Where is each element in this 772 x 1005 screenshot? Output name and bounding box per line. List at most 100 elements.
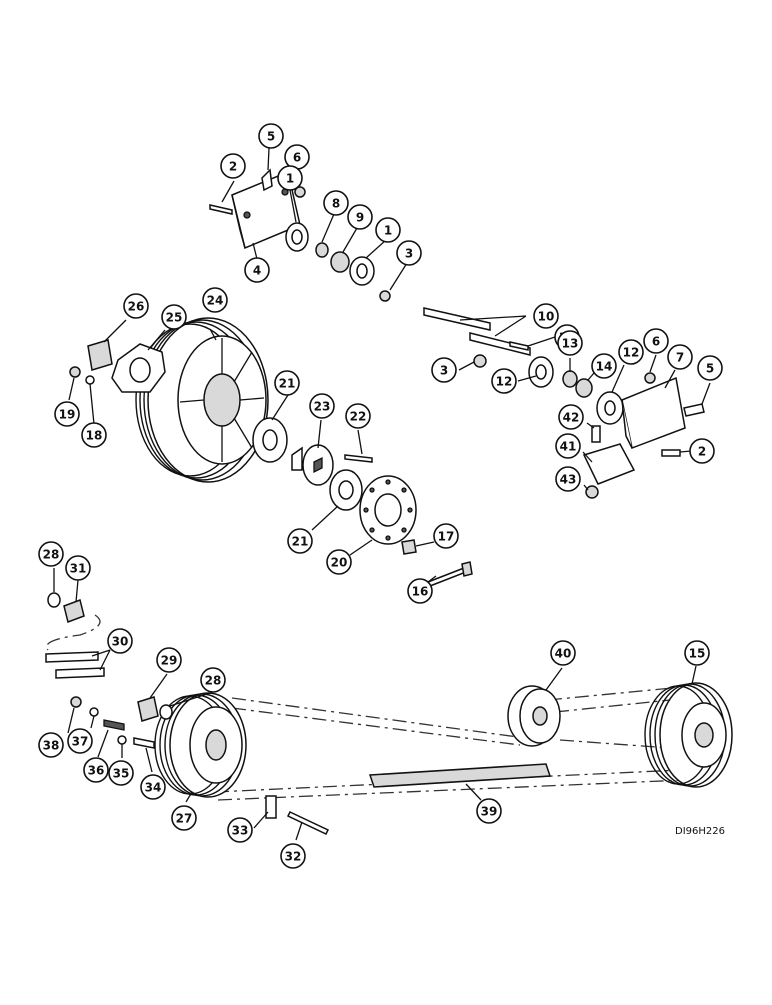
callout-c28a: 28 bbox=[38, 541, 64, 567]
washer-18 bbox=[85, 375, 95, 385]
callout-circle bbox=[309, 393, 335, 419]
bolt-22 bbox=[344, 454, 373, 463]
callout-circle bbox=[67, 728, 93, 754]
leader-1-top-right bbox=[365, 239, 387, 259]
flange-12-inner bbox=[535, 364, 547, 380]
leader-lines bbox=[53, 147, 711, 841]
callout-c3a: 3 bbox=[396, 240, 422, 266]
callout-number: 43 bbox=[560, 473, 577, 487]
callout-circle bbox=[591, 353, 617, 379]
leader-5-right bbox=[701, 382, 711, 405]
leader-11 bbox=[527, 336, 556, 347]
callout-number: 33 bbox=[232, 824, 249, 838]
callout-circle bbox=[667, 344, 693, 370]
callout-circle bbox=[347, 204, 373, 230]
leader-33 bbox=[253, 811, 269, 829]
callout-c35: 35 bbox=[108, 760, 134, 786]
callout-number: 14 bbox=[596, 360, 613, 374]
callout-number: 23 bbox=[314, 400, 331, 414]
callout-c32: 32 bbox=[280, 843, 306, 869]
callout-c5b: 5 bbox=[697, 355, 723, 381]
callout-circle bbox=[140, 774, 166, 800]
callout-circle bbox=[161, 304, 187, 330]
callout-circle bbox=[375, 217, 401, 243]
callout-circle bbox=[533, 303, 559, 329]
callout-c38: 38 bbox=[38, 732, 64, 758]
callout-circle bbox=[326, 549, 352, 575]
nut-3-top bbox=[379, 290, 391, 302]
bolt-16-head bbox=[461, 561, 473, 577]
flange-12-inner bbox=[604, 400, 616, 416]
callout-number: 37 bbox=[72, 735, 89, 749]
callout-circle bbox=[171, 805, 197, 831]
leader-8 bbox=[321, 213, 335, 243]
callout-circle bbox=[81, 422, 107, 448]
callout-c18: 18 bbox=[81, 422, 107, 448]
belt-idler-to-pulley-15 bbox=[547, 687, 673, 713]
belt-right-return bbox=[559, 739, 671, 749]
bushing-17 bbox=[401, 539, 417, 555]
leader-7 bbox=[664, 369, 676, 389]
callout-c20: 20 bbox=[326, 549, 352, 575]
leader-31 bbox=[75, 579, 79, 603]
leader-34 bbox=[145, 747, 153, 773]
callout-number: 34 bbox=[145, 781, 162, 795]
callout-number: 20 bbox=[331, 556, 348, 570]
nut-38 bbox=[70, 696, 82, 708]
bracket-plate-7 bbox=[621, 376, 686, 450]
callout-c16: 16 bbox=[407, 578, 433, 604]
leader-17 bbox=[415, 541, 435, 547]
callout-number: 26 bbox=[128, 300, 145, 314]
leader-43 bbox=[583, 484, 589, 491]
leader-28-lower bbox=[169, 692, 211, 707]
callout-c31: 31 bbox=[65, 555, 91, 581]
bolt-32 bbox=[286, 811, 330, 835]
callout-number: 41 bbox=[560, 440, 577, 454]
bolt-2-top bbox=[209, 204, 233, 215]
nut-19 bbox=[69, 366, 81, 378]
callout-c27: 27 bbox=[171, 805, 197, 831]
callout-circle bbox=[54, 401, 80, 427]
leader-2-right bbox=[679, 450, 692, 453]
callout-c4: 4 bbox=[244, 257, 270, 283]
callout-circle bbox=[345, 403, 371, 429]
leader-25 bbox=[147, 329, 166, 351]
callout-circle bbox=[274, 370, 300, 396]
callout-number: 32 bbox=[285, 850, 302, 864]
leader-20 bbox=[349, 539, 373, 556]
callout-circle bbox=[202, 287, 228, 313]
belt-upper bbox=[231, 697, 526, 746]
leader-3-right bbox=[458, 361, 475, 371]
leader-9 bbox=[342, 227, 358, 253]
bearing-13 bbox=[562, 370, 578, 388]
leader-16 bbox=[427, 575, 437, 583]
callout-circle bbox=[396, 240, 422, 266]
leader-19 bbox=[68, 377, 75, 401]
leader-32 bbox=[295, 821, 303, 841]
callout-c14: 14 bbox=[591, 353, 617, 379]
leader-3-top bbox=[389, 262, 408, 291]
washer-21-inner bbox=[262, 429, 278, 451]
hub-23-key bbox=[313, 456, 323, 474]
nut-6-top bbox=[294, 186, 306, 198]
callouts: 2561489131011131267531214424143224252619… bbox=[38, 123, 723, 869]
callout-c33: 33 bbox=[227, 817, 253, 843]
pulley-27-assembly bbox=[45, 592, 330, 835]
callout-number: 2 bbox=[229, 160, 237, 174]
callout-number: 9 bbox=[356, 211, 364, 225]
callout-c5a: 5 bbox=[258, 123, 284, 149]
callout-number: 38 bbox=[43, 739, 60, 753]
callout-circle bbox=[555, 466, 581, 492]
bushing-26 bbox=[87, 339, 113, 371]
callout-number: 12 bbox=[496, 375, 513, 389]
bolt-2-right bbox=[661, 449, 681, 457]
callout-number: 8 bbox=[332, 197, 340, 211]
hub-25-bore bbox=[129, 357, 151, 383]
callout-c36: 36 bbox=[83, 757, 109, 783]
callout-number: 42 bbox=[563, 411, 580, 425]
callout-number: 6 bbox=[652, 335, 660, 349]
callout-circle bbox=[476, 798, 502, 824]
callout-circle bbox=[244, 257, 270, 283]
bracket-plate-7-flange bbox=[621, 399, 633, 449]
